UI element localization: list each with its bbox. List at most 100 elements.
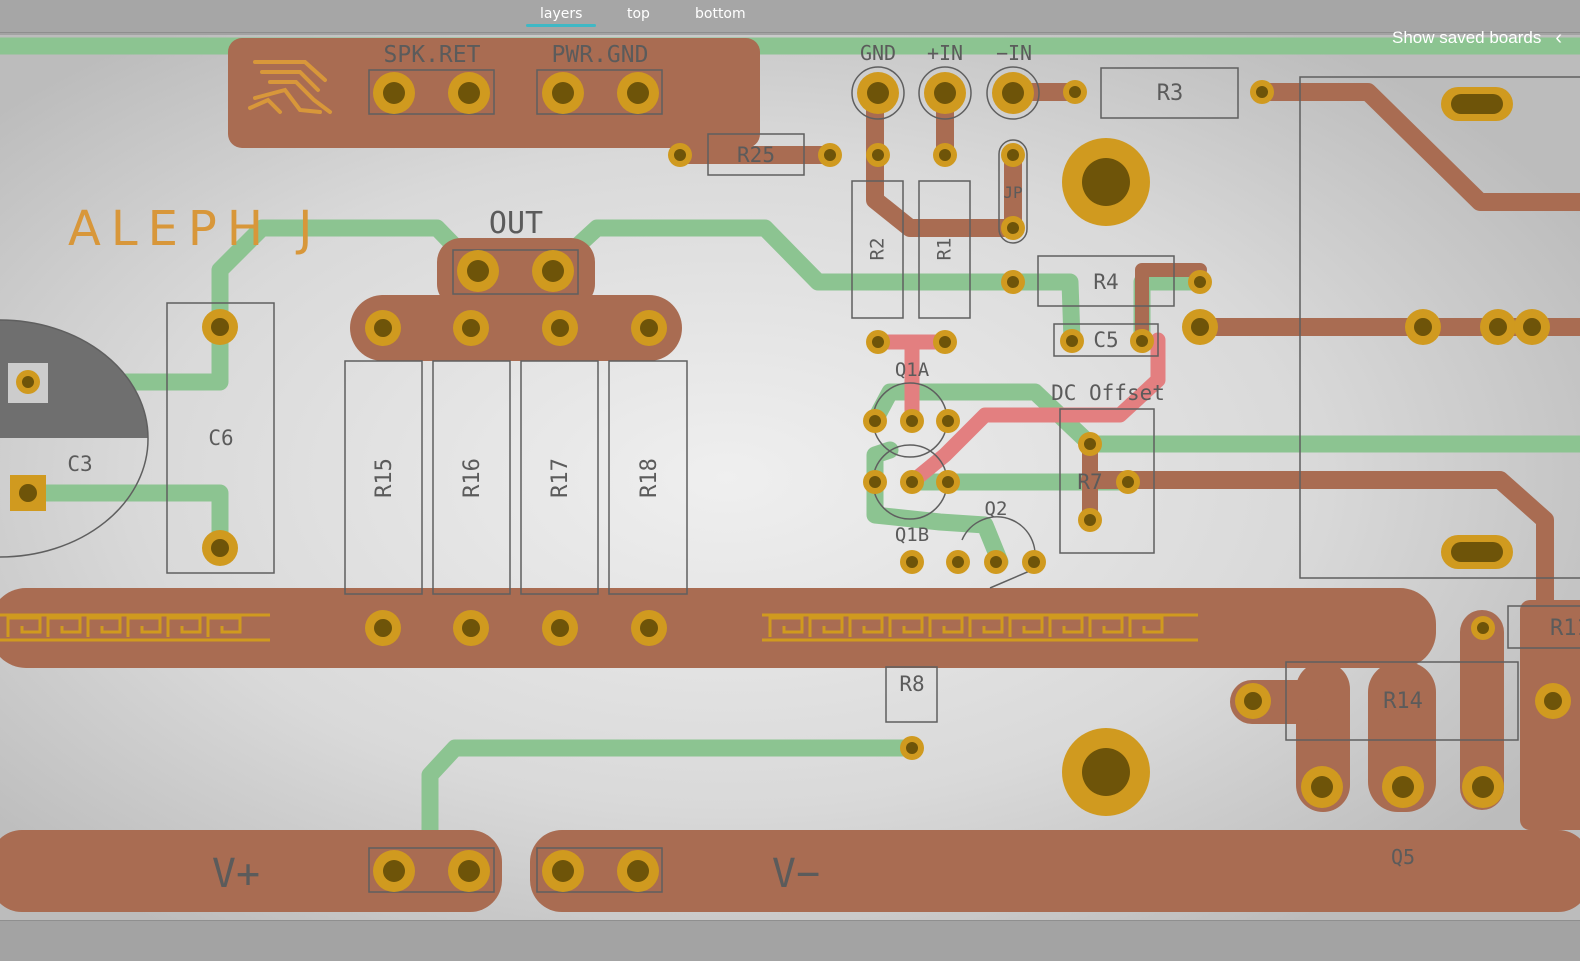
pad-hole bbox=[867, 82, 889, 104]
griffin-logo-icon bbox=[248, 60, 332, 114]
pad-hole bbox=[1477, 622, 1489, 634]
pad-hole bbox=[1069, 86, 1081, 98]
pad-hole bbox=[869, 415, 881, 427]
pad-hole bbox=[934, 82, 956, 104]
pad-hole bbox=[462, 319, 480, 337]
r1-label: R1 bbox=[934, 238, 956, 261]
connector-ring bbox=[986, 66, 1040, 120]
pad-hole bbox=[1002, 82, 1024, 104]
greek-key-decoration bbox=[0, 613, 1198, 642]
pad-hole bbox=[458, 82, 480, 104]
v-plus-label: V+ bbox=[212, 851, 260, 897]
pad-hole bbox=[952, 556, 964, 568]
pad-hole bbox=[1136, 335, 1148, 347]
component-pads bbox=[10, 66, 1571, 892]
pad-hole bbox=[1066, 335, 1078, 347]
r2-label: R2 bbox=[867, 238, 889, 261]
r14-label: R14 bbox=[1383, 689, 1423, 714]
pad-hole bbox=[551, 619, 569, 637]
pad-hole bbox=[1007, 149, 1019, 161]
q2-label: Q2 bbox=[985, 498, 1008, 520]
q1a-label: Q1A bbox=[895, 359, 930, 381]
pad-hole bbox=[942, 476, 954, 488]
tab-bottom[interactable]: bottom bbox=[695, 6, 746, 22]
r11-label: R11 bbox=[1550, 616, 1580, 641]
r8-label: R8 bbox=[899, 672, 924, 696]
silkscreen-labels: SPK.RET PWR.GND GND +IN −IN OUT V+ V− R2… bbox=[67, 41, 1580, 897]
dc-offset-label: DC Offset bbox=[1051, 381, 1165, 405]
pad-hole bbox=[1028, 556, 1040, 568]
pad-hole bbox=[906, 415, 918, 427]
pad-hole bbox=[211, 318, 229, 336]
pad-hole bbox=[383, 82, 405, 104]
pad-hole bbox=[1084, 514, 1096, 526]
pad-hole bbox=[1007, 222, 1019, 234]
pad-hole bbox=[1244, 692, 1262, 710]
spk-ret-label: SPK.RET bbox=[384, 42, 481, 68]
c3-capacitor-band bbox=[0, 320, 148, 438]
connector-ring bbox=[918, 66, 972, 120]
pad-hole bbox=[552, 860, 574, 882]
pad-hole bbox=[19, 484, 37, 502]
view-tab-bar: layers top bottom bbox=[0, 0, 1580, 33]
pad-hole bbox=[1191, 318, 1209, 336]
pad-hole bbox=[467, 260, 489, 282]
pad-hole bbox=[627, 860, 649, 882]
pad-hole bbox=[383, 860, 405, 882]
pad-hole bbox=[942, 415, 954, 427]
pad-hole bbox=[674, 149, 686, 161]
pad-hole bbox=[939, 149, 951, 161]
pad-hole bbox=[551, 319, 569, 337]
pad-hole bbox=[1122, 476, 1134, 488]
pad-hole bbox=[1414, 318, 1432, 336]
pad-hole bbox=[627, 82, 649, 104]
plus-in-label: +IN bbox=[927, 41, 963, 65]
pad-hole bbox=[1084, 438, 1096, 450]
pad-hole bbox=[939, 336, 951, 348]
chevron-left-icon: ‹ bbox=[1555, 26, 1562, 49]
pad-hole bbox=[374, 619, 392, 637]
tab-layers[interactable]: layers bbox=[525, 6, 597, 27]
v-minus-label: V− bbox=[772, 851, 820, 897]
c6-label: C6 bbox=[208, 426, 233, 450]
tab-top[interactable]: top bbox=[627, 6, 650, 22]
pad-hole bbox=[542, 260, 564, 282]
pad-hole bbox=[824, 149, 836, 161]
r7-label: R7 bbox=[1077, 470, 1102, 494]
aleph-j-logo-text: ALEPH J bbox=[68, 201, 322, 257]
pad-hole bbox=[1256, 86, 1268, 98]
r18-label: R18 bbox=[637, 458, 662, 498]
c5-label: C5 bbox=[1093, 328, 1118, 352]
pad-hole bbox=[869, 476, 881, 488]
pad-hole bbox=[374, 319, 392, 337]
pad-hole bbox=[1544, 692, 1562, 710]
r4-label: R4 bbox=[1093, 270, 1118, 294]
r25-label: R25 bbox=[737, 143, 775, 167]
pad-hole bbox=[640, 619, 658, 637]
pad-hole bbox=[1194, 276, 1206, 288]
pad-hole bbox=[906, 476, 918, 488]
mounting-holes bbox=[1062, 87, 1513, 816]
pad-hole bbox=[458, 860, 480, 882]
pad-hole bbox=[1472, 776, 1494, 798]
c3-capacitor-outline bbox=[0, 319, 149, 558]
pad-hole bbox=[1523, 318, 1541, 336]
pad-hole bbox=[1007, 276, 1019, 288]
pad-hole bbox=[906, 556, 918, 568]
pad-hole bbox=[211, 539, 229, 557]
pad-hole bbox=[1489, 318, 1507, 336]
pwr-gnd-label: PWR.GND bbox=[552, 42, 649, 68]
pad-hole bbox=[462, 619, 480, 637]
bottom-margin bbox=[0, 920, 1580, 961]
show-saved-boards-label: Show saved boards bbox=[1392, 28, 1542, 47]
r17-label: R17 bbox=[548, 458, 573, 498]
pad-hole bbox=[990, 556, 1002, 568]
minus-in-label: −IN bbox=[996, 41, 1032, 65]
show-saved-boards-button[interactable]: Show saved boards ‹ bbox=[1392, 28, 1562, 48]
pad-hole bbox=[22, 376, 34, 388]
q5-label: Q5 bbox=[1391, 845, 1415, 869]
connector-ring bbox=[851, 66, 905, 120]
r15-label: R15 bbox=[372, 458, 397, 498]
pad-hole bbox=[906, 742, 918, 754]
